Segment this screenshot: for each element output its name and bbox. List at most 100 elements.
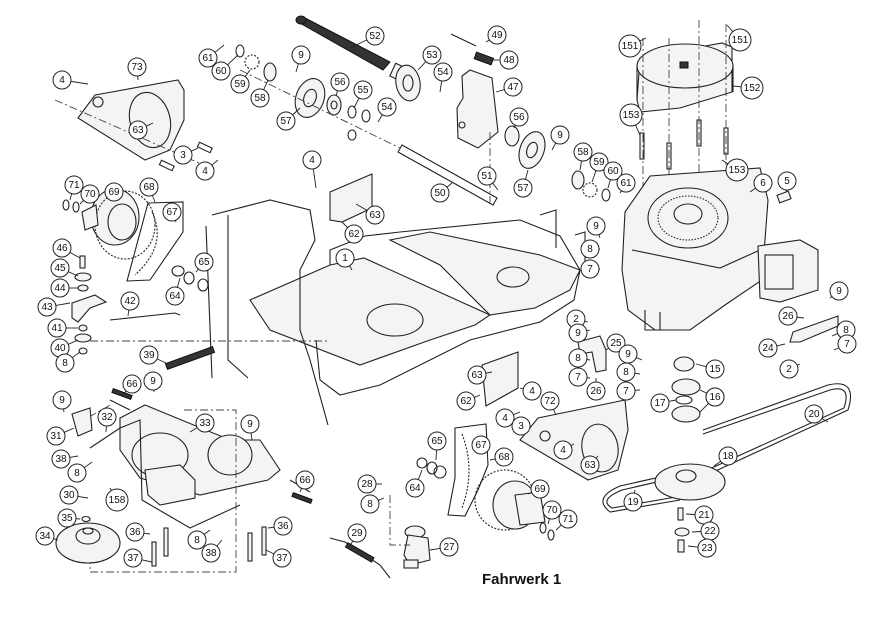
- callout-bubble: [143, 371, 163, 391]
- callout-bubble: [477, 166, 497, 186]
- callout-label: 16: [709, 392, 721, 403]
- callout-label: 23: [701, 543, 713, 554]
- callout-59: 59: [230, 69, 251, 94]
- callout-7: 7: [580, 259, 600, 279]
- callout-bubble: [603, 161, 623, 181]
- callout-label: 58: [254, 93, 266, 104]
- callout-3: 3: [173, 145, 199, 165]
- callout-label: 65: [198, 257, 210, 268]
- leader-line: [591, 170, 597, 183]
- callout-20: 20: [804, 404, 829, 424]
- callout-label: 69: [534, 484, 546, 495]
- frame-1: [205, 199, 586, 426]
- callout-4: 4: [519, 381, 542, 401]
- leader-line: [211, 159, 219, 166]
- callout-label: 151: [732, 35, 749, 46]
- leader-line: [341, 221, 348, 228]
- callout-label: 22: [704, 526, 716, 537]
- leader-line: [190, 147, 199, 152]
- leader-line: [435, 449, 437, 461]
- callout-bubble: [52, 238, 72, 258]
- callout-8: 8: [67, 461, 93, 483]
- callout-label: 63: [584, 460, 596, 471]
- callout-65: 65: [427, 431, 447, 461]
- callout-label: 66: [299, 475, 311, 486]
- callout-bubble: [740, 76, 764, 100]
- callout-label: 35: [61, 513, 73, 524]
- bolt-23: [677, 539, 685, 553]
- leader-line: [250, 432, 253, 441]
- callout-63: 63: [128, 120, 154, 140]
- washer-22: [674, 527, 690, 537]
- callout-9: 9: [829, 281, 849, 301]
- leader-line: [668, 399, 677, 402]
- studs-153: [639, 20, 729, 220]
- leader-line: [489, 458, 496, 461]
- callout-4: 4: [302, 150, 322, 189]
- leader-line: [70, 80, 89, 85]
- callout-bubble: [697, 538, 717, 558]
- callout-2: 2: [779, 359, 801, 379]
- leader-line: [570, 443, 575, 447]
- leader-line: [378, 497, 385, 501]
- callout-46: 46: [52, 238, 81, 259]
- callout-label: 20: [808, 409, 820, 420]
- callout-27: 27: [429, 537, 459, 557]
- leader-line: [639, 37, 647, 42]
- callout-label: 29: [351, 528, 363, 539]
- callout-label: 32: [101, 412, 113, 423]
- callout-8: 8: [55, 351, 81, 373]
- callout-69: 69: [104, 182, 124, 202]
- shaft-50: [239, 69, 498, 206]
- key-21: [677, 507, 684, 521]
- callout-bubble: [250, 88, 270, 108]
- ring-70a: [72, 201, 80, 213]
- leader-line: [821, 418, 829, 423]
- callout-bubble: [80, 184, 100, 204]
- pin-3b: [158, 159, 175, 172]
- callout-7: 7: [833, 334, 857, 354]
- leader-line: [55, 302, 71, 306]
- callout-label: 49: [491, 30, 503, 41]
- callout-bubble: [173, 145, 193, 165]
- callout-bubble: [580, 455, 600, 475]
- leader-line: [685, 513, 696, 515]
- callout-24: 24: [758, 338, 786, 358]
- callout-label: 59: [593, 157, 605, 168]
- callout-53: 53: [417, 45, 442, 71]
- callout-48: 48: [493, 50, 519, 70]
- leader-line: [349, 265, 353, 271]
- callout-label: 1: [342, 253, 348, 264]
- bearing-56a: [326, 94, 342, 116]
- leader-line: [299, 488, 302, 493]
- bolt-37b: [163, 527, 169, 557]
- callout-bubble: [46, 426, 66, 446]
- callout-label: 45: [54, 263, 66, 274]
- leader-line: [524, 169, 529, 180]
- washer-17: [675, 395, 693, 405]
- callouts-layer: 7346334616059585795253565554544948475695…: [35, 24, 857, 568]
- callout-label: 38: [55, 454, 67, 465]
- callout-bubble: [568, 367, 588, 387]
- callout-15: 15: [695, 359, 725, 379]
- callout-bubble: [511, 416, 531, 436]
- callout-8: 8: [616, 362, 641, 382]
- leader-line: [63, 408, 65, 413]
- callout-label: 38: [205, 548, 217, 559]
- leader-line: [579, 160, 582, 171]
- callout-bubble: [553, 440, 573, 460]
- spring-48: [473, 51, 495, 66]
- callout-bubble: [52, 70, 72, 90]
- callout-bubble: [125, 522, 145, 542]
- callout-9: 9: [291, 45, 311, 73]
- callout-63: 63: [580, 455, 600, 475]
- leader-line: [547, 518, 550, 525]
- callout-61: 61: [616, 173, 636, 194]
- leader-line: [485, 371, 493, 374]
- callout-34: 34: [35, 526, 59, 546]
- callout-label: 52: [369, 31, 381, 42]
- ring-35: [81, 515, 91, 523]
- callout-bubble: [430, 183, 450, 203]
- callout-bubble: [104, 182, 124, 202]
- callout-label: 4: [560, 445, 566, 456]
